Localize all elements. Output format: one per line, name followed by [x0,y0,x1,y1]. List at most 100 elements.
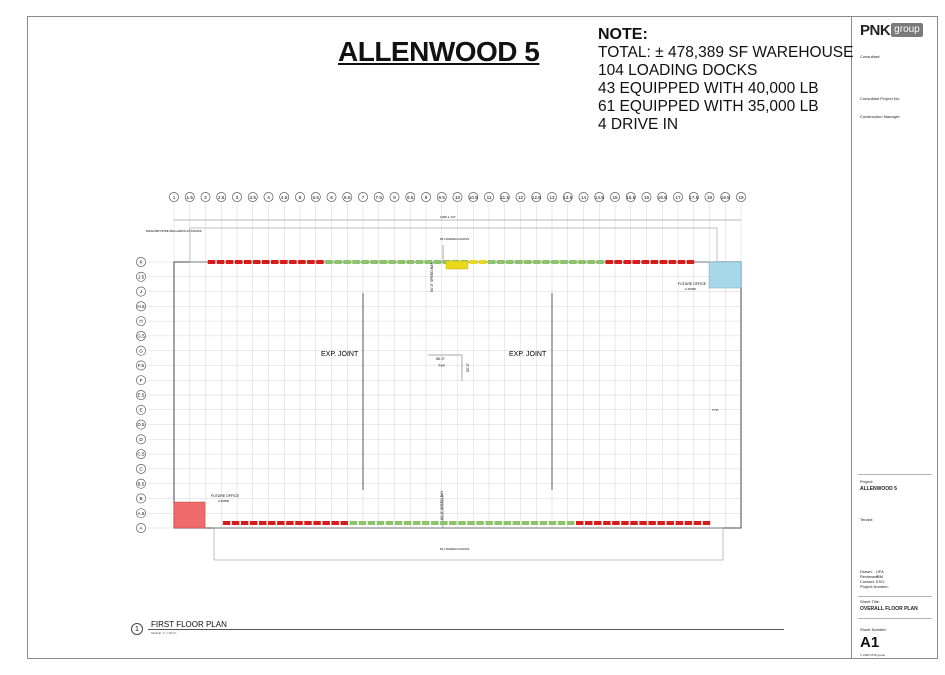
row-line-label: A [139,526,143,531]
loading-dock [677,260,686,264]
row-line-label: A.5 [138,511,145,516]
loading-dock [478,260,487,264]
loading-dock [388,260,396,264]
grid-bubble-icon [405,192,416,202]
loading-dock [566,521,575,525]
bay-width-label: 56'-0" [436,357,446,361]
column-line-label: 1.5 [187,195,194,200]
speed-bay-label-top: 60'-0" SPEED BAY [430,262,434,292]
column-line-label: 15.5 [626,195,635,200]
grid-bubble-icon [452,192,463,202]
tb-project-name: ALLENWOOD 5 [860,486,897,492]
grid-bubble-icon [610,192,620,202]
column-line-label: 4.5 [281,195,288,200]
loading-dock [684,521,693,525]
grid-bubble-icon [136,345,146,356]
grid-bubble-icon [184,192,195,202]
loading-dock [403,521,412,525]
grid-bubble-icon [136,257,146,267]
loading-dock [630,521,638,525]
note-line-total: TOTAL: ± 478,389 SF WAREHOUSE [598,44,854,61]
loading-dock [358,521,367,525]
loading-dock [367,521,376,525]
speed-bay-label-bottom: 60'-0" SPEED BAY [440,490,444,520]
loading-dock [225,260,234,264]
column-line-label: 19 [738,195,744,200]
loading-dock [650,260,659,264]
loading-dock [612,521,620,525]
tb-construction-manager: Construction Manager: [860,114,901,119]
loading-dock [639,521,647,525]
column-line-label: 16 [644,195,650,200]
tb-drawn: Drawn: [860,569,873,574]
grid-bubble-icon [736,192,746,202]
loading-dock [298,260,306,264]
column-line-label: 14.5 [595,195,604,200]
grid-bubble-icon [625,192,636,202]
row-line-label: G [139,348,143,353]
grid-bubble-icon [389,192,400,202]
row-line-label: C [139,466,143,471]
grid-bubble-icon [279,192,290,202]
grid-bubble-icon [499,192,510,202]
column-line-label: 7.5 [376,195,383,200]
loading-dock [503,521,511,525]
row-line-label: D.5 [137,422,145,427]
loading-dock [641,260,650,264]
grid-bubble-icon [216,192,227,202]
loading-dock [433,260,442,264]
loading-dock [623,260,631,264]
column-line-label: 10.5 [469,195,478,200]
loading-dock [485,521,493,525]
loading-dock [506,260,514,264]
loading-dock [515,260,523,264]
loading-dock [496,260,505,264]
row-line-label: F [140,378,143,383]
loading-dock [575,521,584,525]
drive-in-door [445,260,469,270]
grid-bubble-icon [641,192,652,202]
grid-bubble-icon [169,192,179,202]
grid-bubble-icon [136,508,146,519]
loading-dock [693,521,702,525]
loading-dock [259,521,267,525]
future-office-top-label: FUTURE OFFICE [678,282,707,286]
loading-dock [585,521,593,525]
tb-reviewed-val: ISM [876,574,884,579]
project-title: ALLENWOOD 5 [338,36,540,67]
column-line-label: 9 [425,195,428,200]
row-line-label: G.5 [137,333,145,338]
grid-bubble-icon [200,192,211,202]
loading-dock [702,521,711,525]
pnk-group-logo: PNK group [860,21,923,39]
note-heading: NOTE: [598,26,648,43]
overall-width-label: 1183'-1 1/2" [440,215,456,219]
loading-docks-top [207,260,695,270]
column-line-label: 16.5 [658,195,667,200]
logo-brand: PNK [860,21,891,39]
loading-dock [307,260,315,264]
row-line-label: E [139,407,142,412]
loading-dock [394,521,403,525]
exp-joint-label-left: EXP. JOINT [321,351,359,358]
loading-dock [594,521,602,525]
loading-dock [334,260,342,264]
loading-dock [252,260,261,264]
docks-bottom-label: 54 LOADING DOCKS [440,547,469,551]
loading-docks-bottom [222,521,711,525]
grid-bubble-icon [468,192,479,202]
loading-dock [313,521,321,525]
docks-top-label: 54 LOADING DOCKS [440,237,469,241]
loading-dock [449,521,457,525]
note-line-drive-in: 4 DRIVE IN [598,116,679,133]
tb-sheet-title-label: Sheet Title: [860,599,881,604]
loading-dock [569,260,577,264]
bollard-note: MASONRY/PIPE BOLLARDS AT DOORS [146,229,202,233]
loading-dock [286,521,294,525]
grid-bubble-icon [421,192,431,202]
grid-bubble-icon [136,493,146,504]
column-line-label: 18.5 [721,195,730,200]
grid-bubble-icon [136,434,146,445]
grid-bubble-icon [657,192,668,202]
